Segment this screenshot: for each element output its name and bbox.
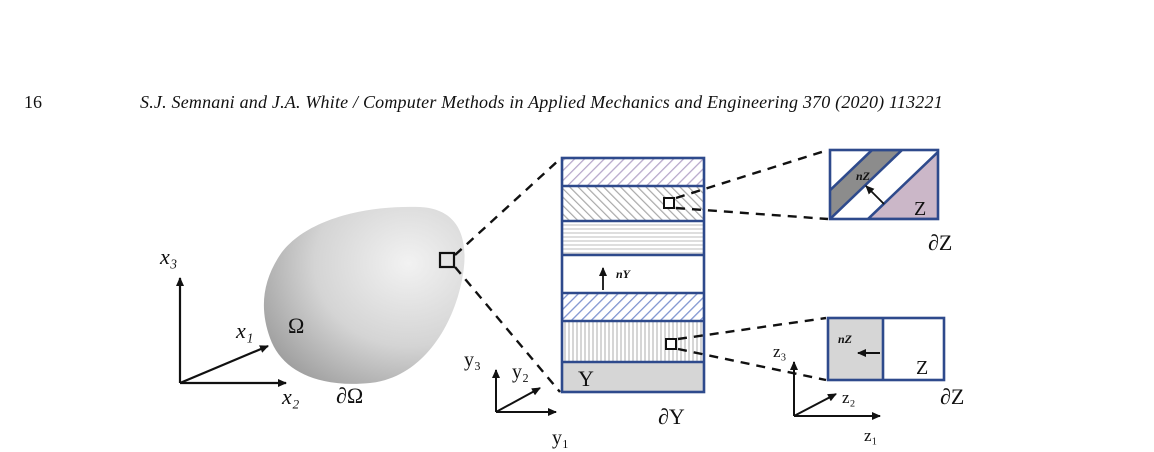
- z3-label: z₃: [773, 342, 787, 361]
- layer-2: [562, 186, 704, 221]
- z2-axis: [793, 393, 837, 417]
- layer-1: [562, 158, 704, 186]
- z1-label: z₁: [864, 426, 877, 445]
- connector-macro-bottom: [454, 266, 561, 393]
- zoom-upper-frame: [828, 148, 940, 221]
- omega-boundary-label: ∂Ω: [336, 383, 363, 408]
- cell-axes: y₃ y₂ y₁: [464, 349, 569, 449]
- zoom-upper-domain-label: Z: [914, 198, 926, 220]
- connector-lower-top: [677, 316, 827, 341]
- zoom-upper-boundary-label: ∂Z: [928, 230, 952, 255]
- zoom-lower: nZ Z ∂Z z₃ z₂ z₁: [773, 316, 964, 445]
- layer-3: [562, 221, 704, 255]
- y1-label: y₁: [552, 427, 569, 449]
- macro-domain: Ω ∂Ω x₃ x₁ x₂: [159, 206, 465, 409]
- cell-zoom-marker-lower: [665, 338, 677, 350]
- zoom-upper-mauve-band: [866, 150, 938, 219]
- unit-cell: Y nY ∂Y: [560, 156, 706, 429]
- omega-label: Ω: [288, 313, 304, 338]
- x1-label: x₁: [235, 318, 253, 343]
- zoom-upper-dark-band: [830, 150, 904, 219]
- cell-frame: [560, 156, 706, 394]
- y2-axis: [495, 387, 541, 413]
- layer-5: [562, 293, 704, 321]
- zoom-lower-gray-part: [828, 318, 883, 380]
- macro-zoom-marker: [438, 251, 456, 269]
- connector-upper-top: [675, 148, 829, 200]
- zoom-lower-domain-label: Z: [916, 357, 928, 379]
- zoom-lower-normal-label: nZ: [838, 332, 853, 346]
- cell-boundary-label: ∂Y: [658, 404, 685, 429]
- zoom-upper: nZ Z ∂Z: [828, 148, 952, 255]
- x3-label: x₃: [159, 244, 177, 269]
- domain-omega-shape: [263, 206, 465, 384]
- running-head: S.J. Semnani and J.A. White / Computer M…: [140, 92, 943, 112]
- z2-label: z₂: [842, 388, 855, 407]
- y3-label: y₃: [464, 349, 481, 371]
- zoom-upper-normal-arrow: [865, 185, 885, 205]
- y2-label: y₂: [512, 361, 529, 383]
- connector-macro-top: [454, 158, 561, 256]
- normal-nY-label: nY: [616, 267, 632, 281]
- zoom-lower-frame: [826, 316, 946, 382]
- layer-7-base: [562, 362, 704, 392]
- zoom-upper-normal-label: nZ: [856, 169, 871, 183]
- zoom-lower-boundary-label: ∂Z: [940, 384, 964, 409]
- page-number: 16: [24, 92, 42, 112]
- cell-domain-label: Y: [578, 366, 594, 391]
- cell-zoom-marker-upper: [663, 197, 675, 209]
- x2-label: x₂: [281, 384, 300, 409]
- layer-4-void: [562, 255, 704, 293]
- x1-axis: [179, 344, 269, 385]
- layer-6: [562, 321, 704, 362]
